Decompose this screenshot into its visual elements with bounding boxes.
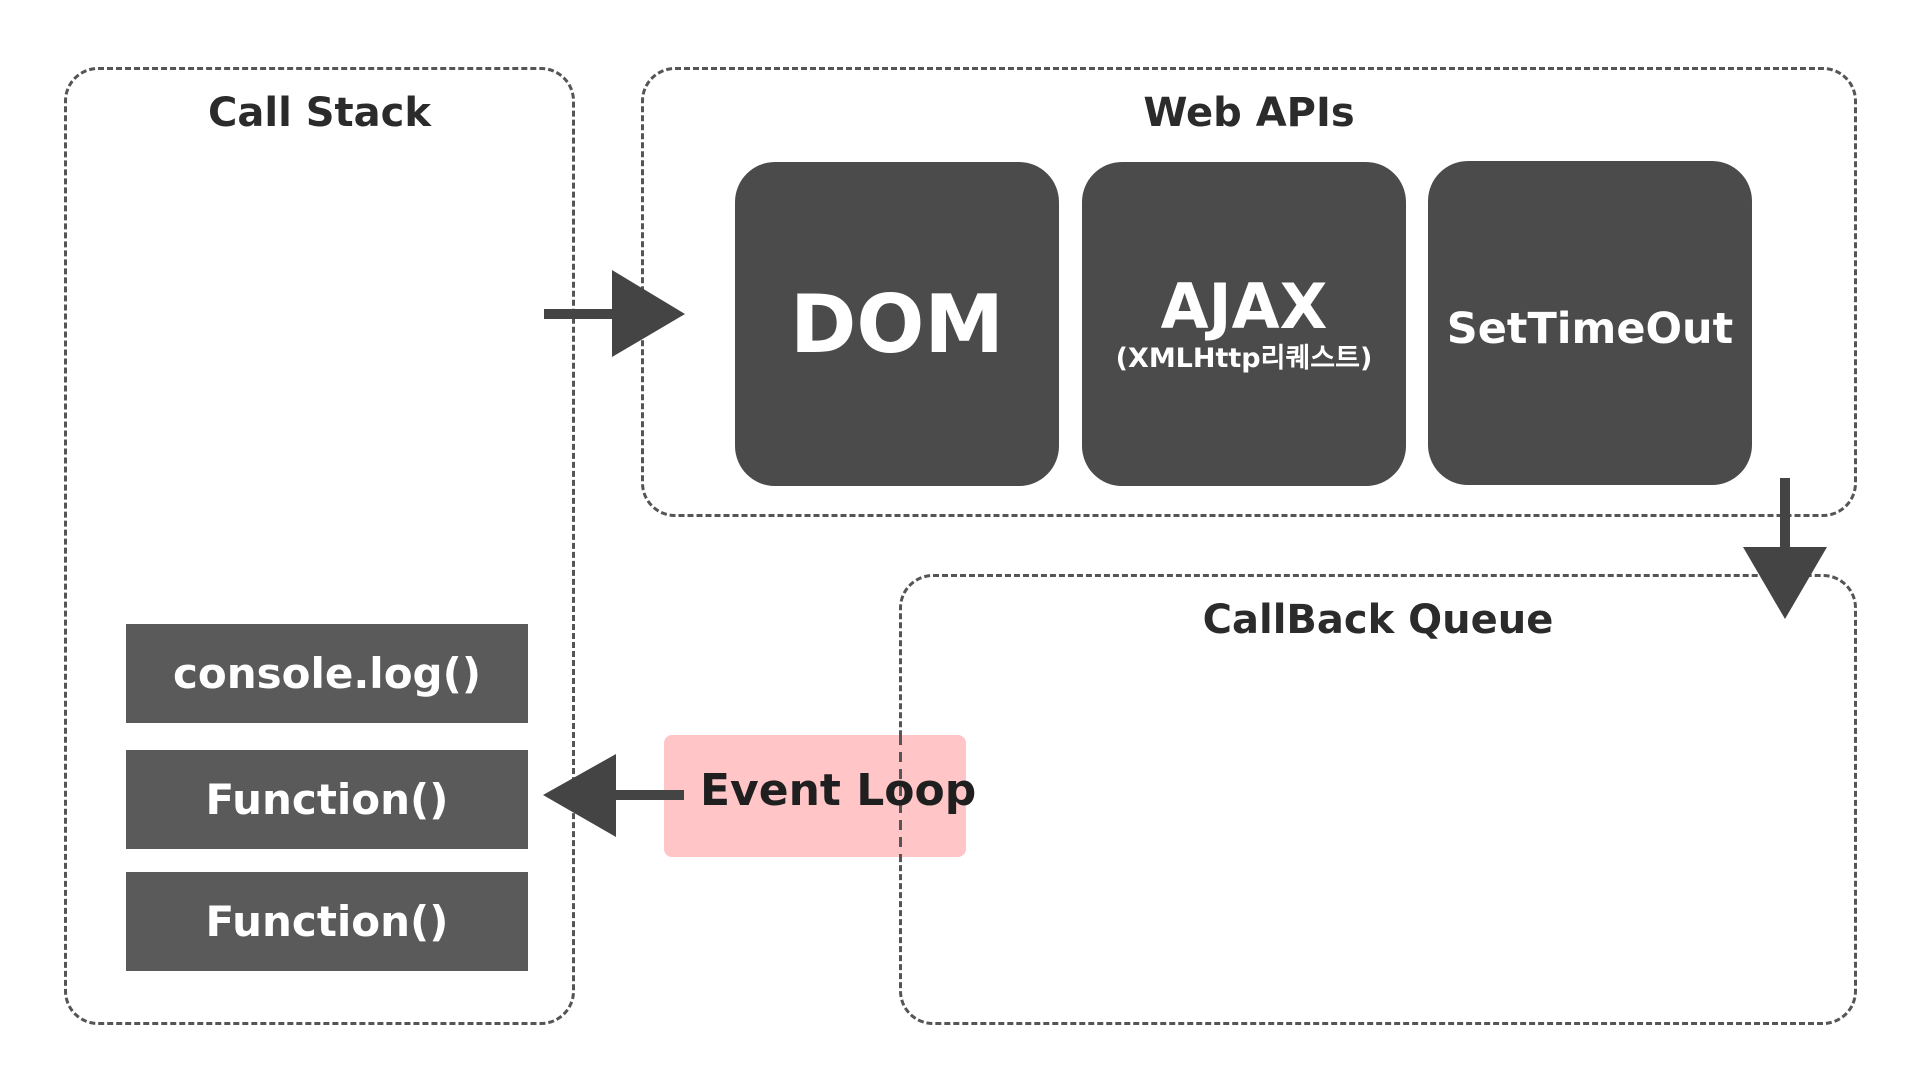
event-loop-box bbox=[664, 735, 966, 857]
dom-box: DOM bbox=[735, 162, 1059, 486]
settimeout-label: SetTimeOut bbox=[1446, 304, 1734, 354]
dom-label: DOM bbox=[789, 277, 1005, 371]
ajax-sublabel: (XMLHttp리퀘스트) bbox=[1115, 343, 1373, 374]
arrow-to-web-apis bbox=[544, 270, 685, 357]
call-stack-panel: Call Stack bbox=[64, 67, 575, 1025]
web-apis-title: Web APIs bbox=[1143, 90, 1355, 136]
stack-item-function-1: Function() bbox=[126, 750, 528, 849]
stack-item-function-2: Function() bbox=[126, 872, 528, 971]
ajax-box: AJAX (XMLHttp리퀘스트) bbox=[1082, 162, 1406, 486]
call-stack-title: Call Stack bbox=[208, 90, 431, 136]
event-loop-label: Event Loop bbox=[700, 765, 977, 816]
ajax-label: AJAX bbox=[1160, 270, 1328, 343]
callback-queue-title: CallBack Queue bbox=[1202, 597, 1554, 643]
arrow-to-callback-queue bbox=[1743, 478, 1827, 619]
arrow-to-call-stack bbox=[543, 754, 684, 837]
settimeout-box: SetTimeOut bbox=[1428, 161, 1752, 485]
stack-item-console-log: console.log() bbox=[126, 624, 528, 723]
